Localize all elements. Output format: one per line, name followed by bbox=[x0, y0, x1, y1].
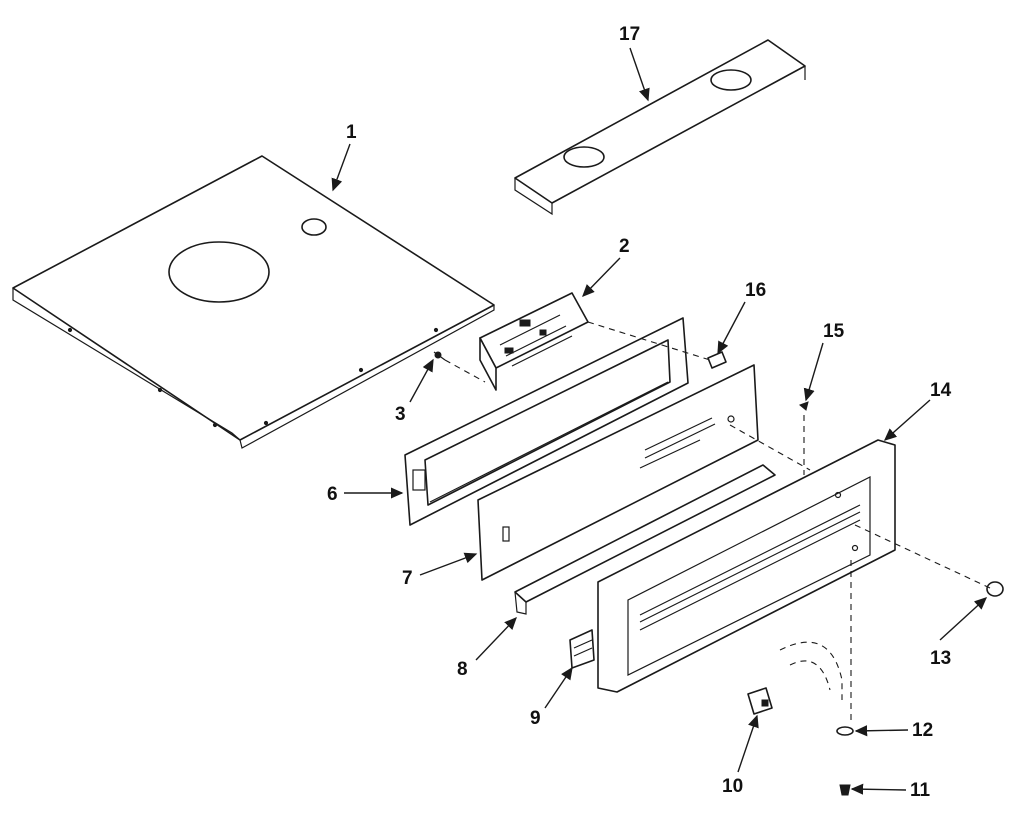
label-11: 11 bbox=[910, 780, 931, 801]
part-14-bezel bbox=[597, 439, 896, 693]
label-6: 6 bbox=[327, 484, 338, 505]
part-8-strip bbox=[514, 464, 776, 615]
label-12: 12 bbox=[912, 720, 933, 741]
label-1: 1 bbox=[346, 122, 357, 143]
callout-1: 1 bbox=[331, 122, 357, 192]
part-9-hinge bbox=[569, 629, 595, 669]
callout-17: 17 bbox=[619, 24, 650, 102]
label-9: 9 bbox=[530, 708, 541, 729]
label-2: 2 bbox=[619, 236, 630, 257]
callout-8: 8 bbox=[457, 616, 517, 680]
part-10-switch bbox=[747, 687, 773, 715]
callout-3: 3 bbox=[395, 358, 434, 425]
label-13: 13 bbox=[930, 648, 951, 669]
callout-15: 15 bbox=[803, 321, 845, 402]
callout-10: 10 bbox=[722, 714, 759, 797]
alignment-lines bbox=[444, 321, 991, 725]
part-6-frame bbox=[404, 317, 689, 526]
label-3: 3 bbox=[395, 404, 406, 425]
callout-13: 13 bbox=[930, 597, 988, 669]
part-13-knob bbox=[986, 581, 1004, 597]
part-15-clip bbox=[799, 401, 809, 411]
label-8: 8 bbox=[457, 659, 468, 680]
part-2-control-module bbox=[479, 292, 589, 391]
callout-6: 6 bbox=[327, 484, 404, 505]
part-11-screw bbox=[839, 784, 851, 796]
callout-14: 14 bbox=[883, 380, 952, 441]
label-10: 10 bbox=[722, 776, 743, 797]
callout-7: 7 bbox=[402, 552, 478, 589]
part-17-bracket bbox=[514, 39, 806, 216]
label-15: 15 bbox=[823, 321, 845, 342]
callout-12: 12 bbox=[854, 720, 933, 741]
label-16: 16 bbox=[745, 280, 766, 301]
callout-16: 16 bbox=[717, 280, 766, 355]
callout-2: 2 bbox=[582, 236, 630, 298]
part-7-panel bbox=[477, 364, 759, 581]
part-1-top-panel bbox=[12, 155, 495, 449]
part-16-screw bbox=[707, 351, 727, 369]
part-3-screw bbox=[433, 351, 446, 361]
label-17: 17 bbox=[619, 24, 640, 45]
callout-11: 11 bbox=[850, 780, 931, 801]
part-12-washer bbox=[836, 726, 854, 736]
label-14: 14 bbox=[930, 380, 952, 401]
label-7: 7 bbox=[402, 568, 413, 589]
callout-9: 9 bbox=[530, 666, 573, 729]
